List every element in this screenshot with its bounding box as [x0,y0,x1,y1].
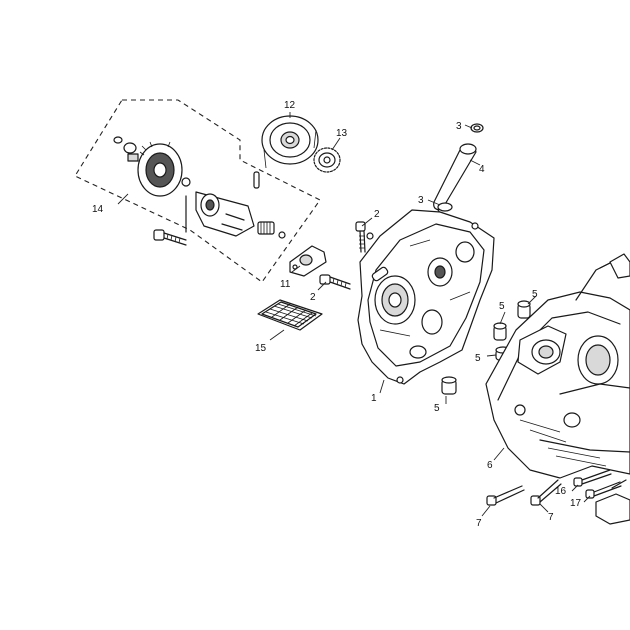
leader-lines [117,112,591,517]
bolt-2-upper [355,221,366,253]
part-13-sprocket [313,147,341,173]
callout-2-upper: 2 [374,209,380,220]
callout-7-right: 7 [548,512,554,523]
callout-labels: 12 13 3 4 3 2 2 11 15 14 1 5 5 5 5 6 7 7… [92,100,582,529]
callout-3-lower: 3 [418,195,424,206]
callout-5-a: 5 [499,301,505,312]
callout-7-left: 7 [476,518,482,529]
dowel-5-a [493,322,507,341]
callout-14: 14 [92,204,104,215]
clip-3-upper [470,123,484,133]
bolt-17 [585,481,622,499]
dowel-pin [253,171,260,189]
oil-pump-body [195,191,255,237]
dowel-5-d [441,376,457,395]
callout-15: 15 [255,343,267,354]
callout-5-b: 5 [532,289,538,300]
bolt-16 [573,469,612,487]
oil-pump-rotor [137,141,183,197]
bracket-partial [595,479,630,525]
part-12-gear [261,115,319,169]
callout-5-c: 5 [475,353,481,364]
hose-4 [433,143,477,211]
part-6-crankcase-right [485,253,630,479]
callout-16: 16 [555,486,567,497]
pump-bolt [153,229,187,246]
callout-12: 12 [284,100,296,111]
pump-shaft-spring [185,195,286,239]
part-11-cover-plate [289,245,327,277]
callout-3-upper: 3 [456,121,462,132]
bolt-2-lower [319,274,351,290]
callout-2-lower: 2 [310,292,316,303]
callout-6: 6 [487,460,493,471]
callout-4: 4 [479,164,485,175]
bolt-7-left [486,485,525,506]
bolt-7-right [530,479,562,506]
callout-17: 17 [570,498,582,509]
callout-5-d: 5 [434,403,440,414]
small-washers [113,136,191,187]
part-15-strainer [257,299,323,331]
assembly-14-boundary [74,99,321,283]
dowel-5-b [517,300,531,319]
callout-11: 11 [280,279,291,290]
part-1-crankcase-left [357,209,495,385]
callout-1: 1 [371,393,377,404]
callout-13: 13 [336,128,348,139]
